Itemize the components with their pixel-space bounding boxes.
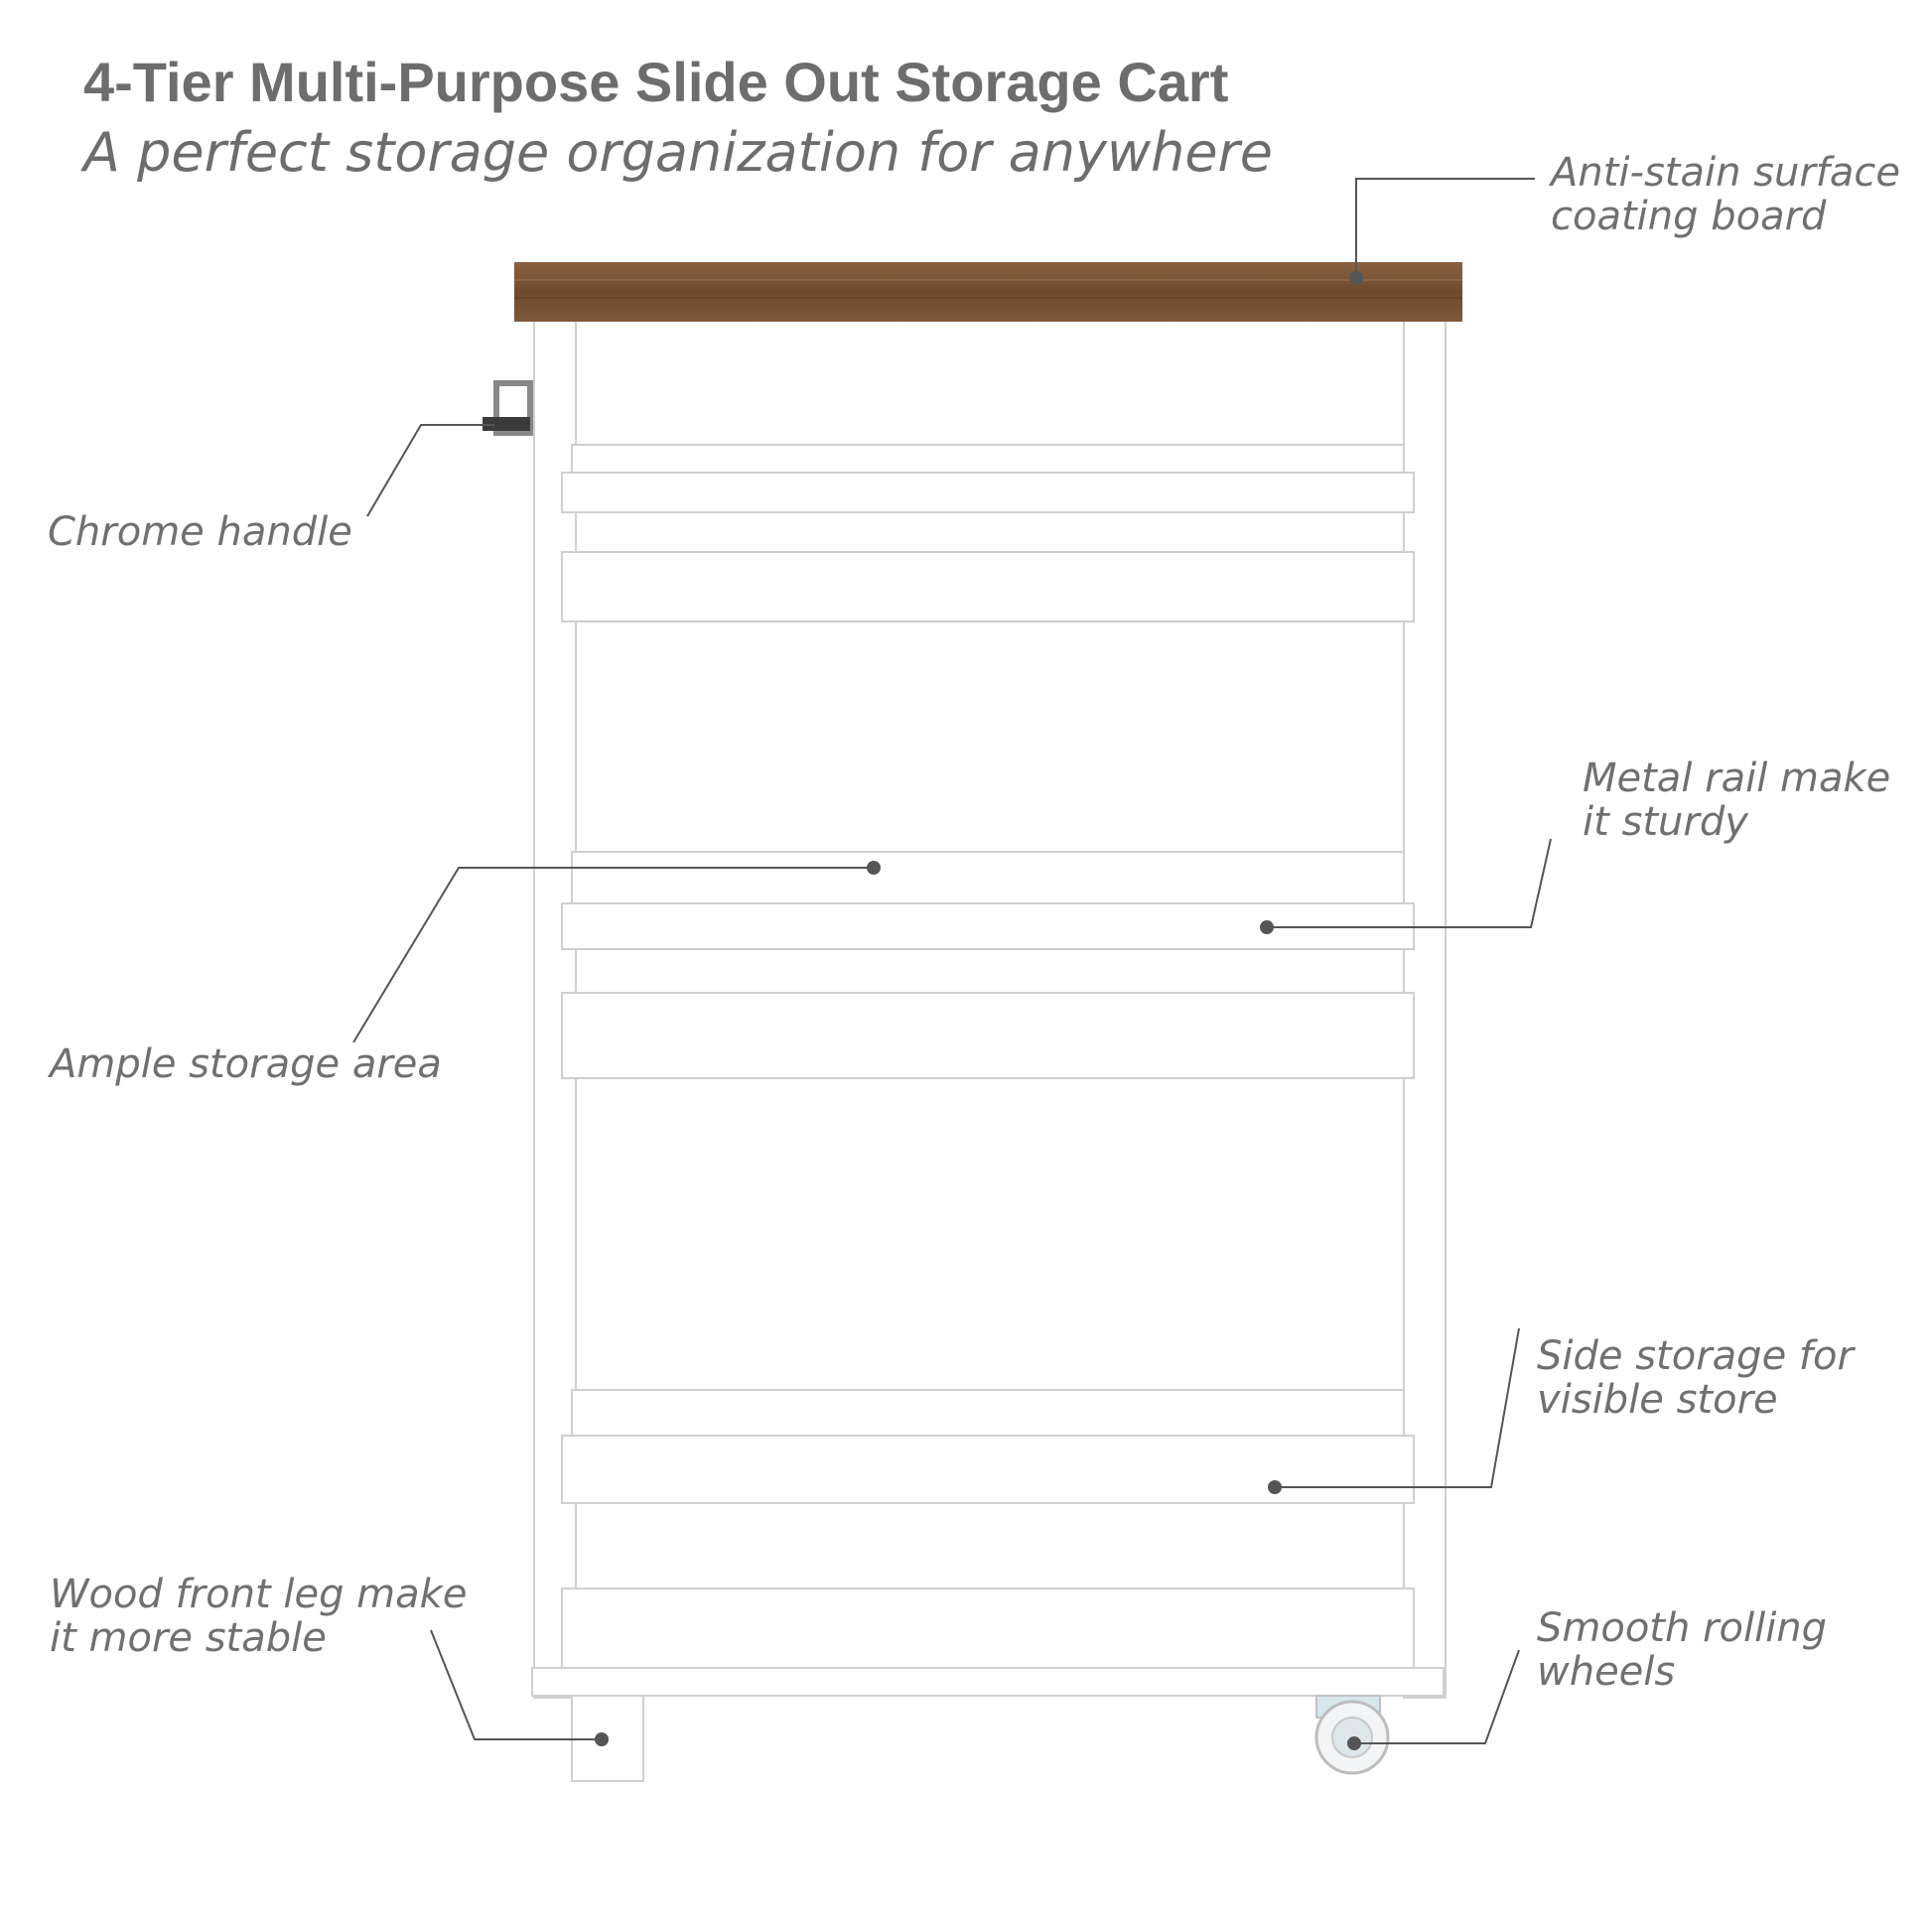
leader-surface <box>1355 178 1535 278</box>
rolling-wheel <box>1314 1695 1390 1775</box>
shelf-board-2 <box>561 992 1415 1079</box>
callout-wheels-line1: Smooth rolling <box>1537 1605 1828 1651</box>
callout-wheels: Smooth rolling wheels <box>1537 1606 1827 1694</box>
callout-rail-line1: Metal rail make <box>1583 756 1891 801</box>
callout-side-line1: Side storage for <box>1537 1333 1854 1379</box>
page-subtitle: A perfect storage organization for anywh… <box>83 121 1273 184</box>
shelf-board-1 <box>561 551 1415 622</box>
callout-rail: Metal rail make it sturdy <box>1583 757 1890 844</box>
callout-leg: Wood front leg make it more stable <box>50 1573 467 1660</box>
callout-storage: Ample storage area <box>50 1042 442 1086</box>
callout-handle-line1: Chrome handle <box>48 509 352 555</box>
leader-dots <box>595 271 1363 1750</box>
leader-side <box>1275 1327 1520 1488</box>
callout-leg-line2: it more stable <box>50 1615 327 1661</box>
leader-storage <box>352 867 874 1043</box>
callout-side: Side storage for visible store <box>1537 1334 1854 1422</box>
callout-handle: Chrome handle <box>48 510 352 554</box>
base-plate <box>531 1667 1445 1697</box>
bottom-shelf <box>561 1587 1415 1671</box>
callout-side-line2: visible store <box>1537 1377 1778 1423</box>
wood-top-board <box>514 262 1462 322</box>
callout-leg-line1: Wood front leg make <box>50 1572 468 1617</box>
shelf-rail-2 <box>561 851 1415 950</box>
leader-leg <box>430 1629 602 1740</box>
callout-surface-line1: Anti-stain surface <box>1551 150 1900 196</box>
callout-storage-line1: Ample storage area <box>50 1041 442 1087</box>
leader-wheels <box>1354 1649 1520 1744</box>
leader-lines <box>352 178 1552 1744</box>
shelf-rail-1 <box>561 444 1415 513</box>
callout-surface-line2: coating board <box>1551 194 1827 239</box>
callout-wheels-line2: wheels <box>1537 1649 1676 1695</box>
callout-surface: Anti-stain surface coating board <box>1551 151 1900 238</box>
callout-rail-line2: it sturdy <box>1583 799 1748 845</box>
leader-handle <box>366 424 494 517</box>
chrome-handle <box>483 380 533 436</box>
shelf-rail-3 <box>561 1389 1415 1504</box>
leader-rail <box>1267 838 1552 928</box>
page-title: 4-Tier Multi-Purpose Slide Out Storage C… <box>83 51 1229 113</box>
